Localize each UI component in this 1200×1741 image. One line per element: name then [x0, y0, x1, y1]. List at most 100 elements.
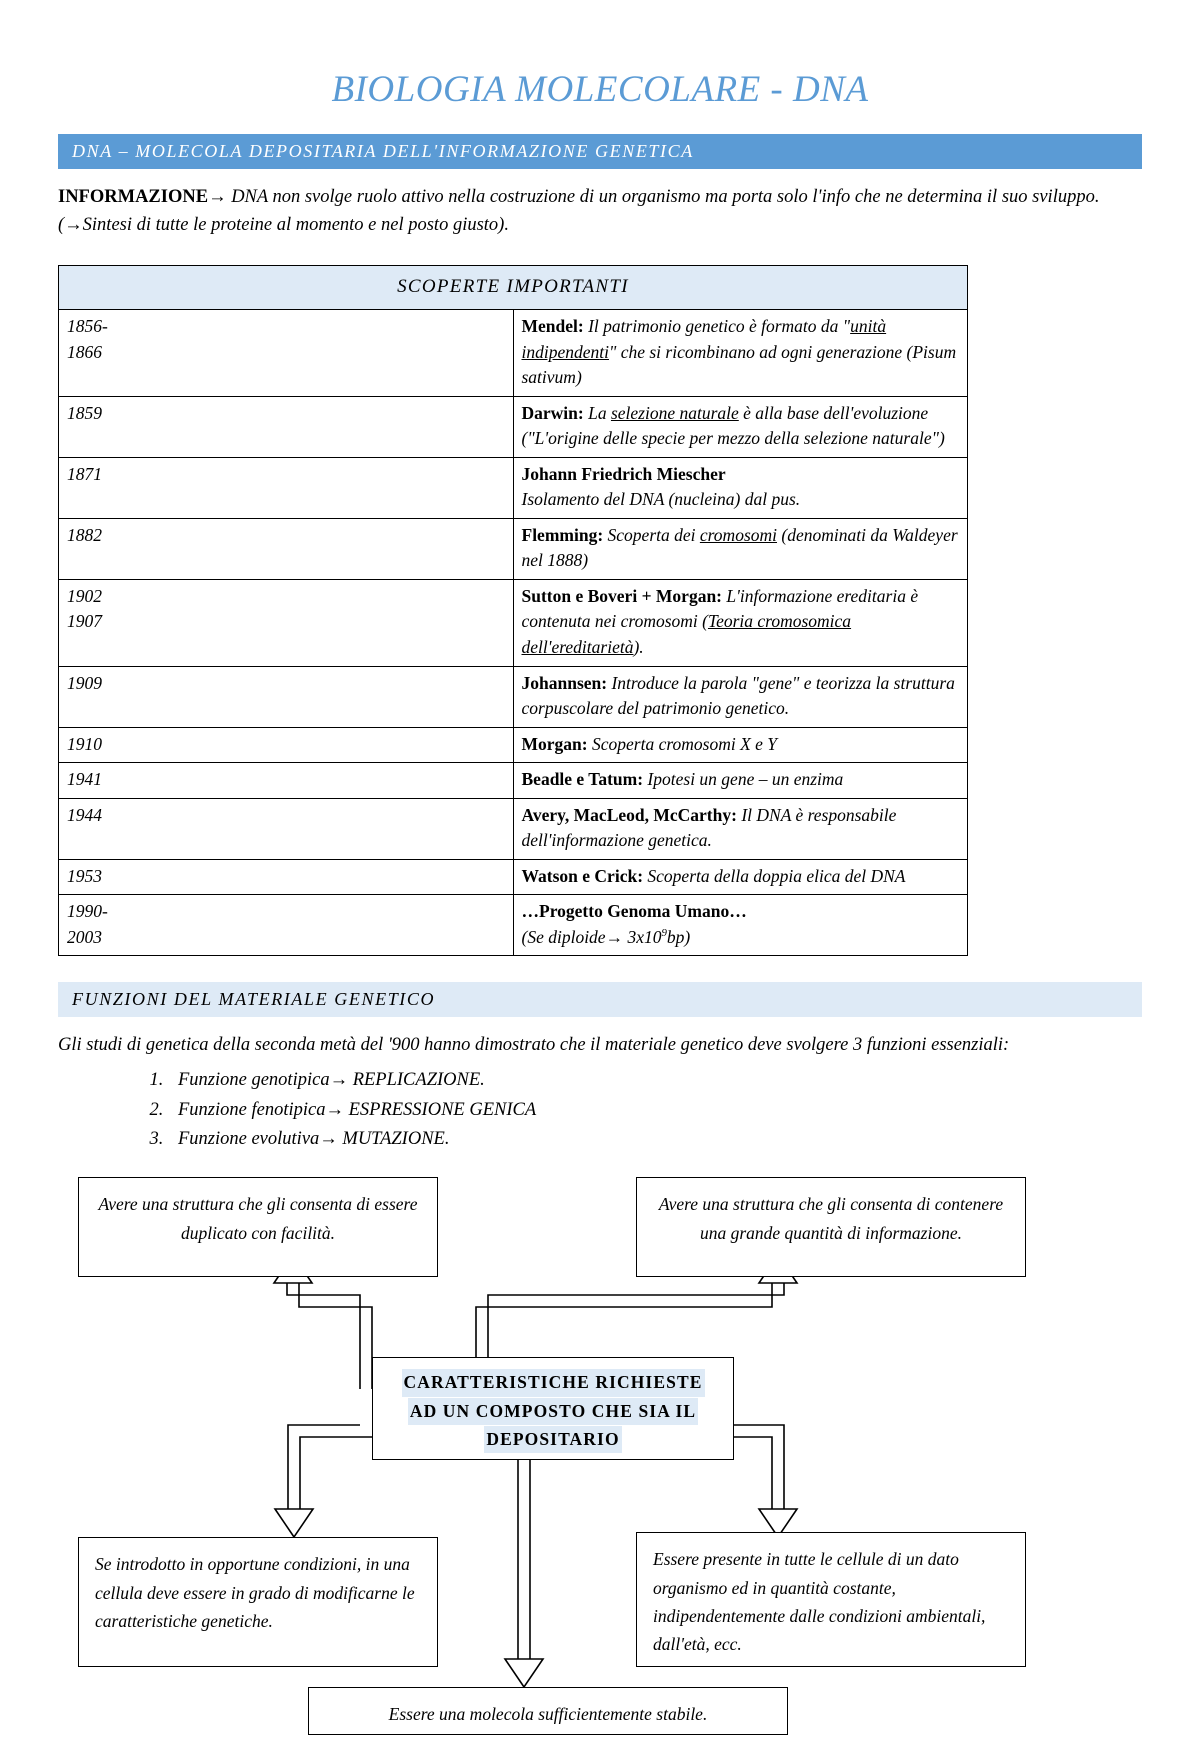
row-desc-a: La	[583, 402, 611, 423]
arrow-glyph: →	[319, 1129, 338, 1150]
item-post: REPLICAZIONE.	[348, 1069, 485, 1090]
row-desc: Morgan: Scoperta cromosomi X e Y	[512, 726, 968, 764]
list-item: Funzione genotipica→ REPLICAZIONE.	[168, 1066, 1142, 1096]
table-row: 1941 Beadle e Tatum: Ipotesi un gene – u…	[58, 762, 968, 799]
year-text: 1859	[67, 402, 102, 423]
list-item: Funzione fenotipica→ ESPRESSIONE GENICA	[168, 1096, 1142, 1126]
year-text: 1990-2003	[67, 901, 108, 947]
page-title: BIOLOGIA MOLECOLARE - DNA	[331, 69, 869, 110]
box-center: CARATTERISTICHE RICHIESTE AD UN COMPOSTO…	[372, 1357, 734, 1463]
row-desc: Flemming: Scoperta dei cromosomi (denomi…	[512, 517, 968, 580]
table-row: 1856-1866 Mendel: Il patrimonio genetico…	[58, 308, 968, 397]
row-name: Flemming:	[521, 524, 604, 545]
box-top-left: Avere una struttura che gli consenta di …	[78, 1177, 438, 1278]
item-post: MUTAZIONE.	[337, 1129, 450, 1150]
row-desc: …Progetto Genoma Umano…(Se diploide→ 3x1…	[512, 894, 968, 957]
row-name: Johann Friedrich Miescher	[521, 463, 726, 484]
intro-label: INFORMAZIONE	[58, 187, 209, 207]
intro-paragraph: INFORMAZIONE→ DNA non svolge ruolo attiv…	[58, 183, 1142, 239]
box-top-right-text: Avere una struttura che gli consenta di …	[658, 1194, 1004, 1243]
row-desc-a: Scoperta cromosomi X e Y	[587, 733, 778, 754]
row-year: 1882	[58, 517, 514, 580]
table-row: 1944 Avery, MacLeod, McCarthy: Il DNA è …	[58, 797, 968, 860]
table-title: SCOPERTE IMPORTANTI	[58, 265, 968, 310]
box-bottom-right-text: Essere presente in tutte le cellule di u…	[653, 1549, 986, 1655]
arrow-glyph: →	[208, 187, 227, 207]
row-second-sup: 9	[661, 927, 667, 940]
table-row: 1953 Watson e Crick: Scoperta della dopp…	[58, 858, 968, 896]
item-pre: Funzione fenotipica	[178, 1099, 326, 1120]
row-desc: Beadle e Tatum: Ipotesi un gene – un enz…	[512, 762, 968, 799]
row-desc-a: Il DNA è responsabile dell'informazione …	[521, 804, 897, 851]
row-name: Darwin:	[521, 402, 584, 423]
row-desc-a: Il patrimonio genetico è formato da "	[583, 315, 851, 336]
row-second-mid: 3x10	[623, 926, 662, 947]
row-desc-b: " che si ricombinano ad ogni generazione…	[521, 341, 957, 388]
box-top-right: Avere una struttura che gli consenta di …	[636, 1177, 1026, 1278]
row-desc-a: L'informazione ereditaria è contenuta ne…	[521, 585, 919, 632]
row-desc-a: Ipotesi un gene – un enzima	[643, 769, 844, 790]
center-line-2: AD UN COMPOSTO CHE SIA IL	[407, 1397, 699, 1425]
year-text: 1910	[67, 733, 102, 754]
row-name: Beadle e Tatum:	[521, 769, 644, 790]
row-desc: Watson e Crick: Scoperta della doppia el…	[512, 858, 968, 896]
row-year: 1944	[58, 797, 514, 860]
row-name: Avery, MacLeod, McCarthy:	[521, 804, 737, 825]
row-year: 1909	[58, 665, 514, 728]
year-text: 1941	[67, 769, 102, 790]
row-year: 1990-2003	[58, 894, 514, 957]
funzioni-list: Funzione genotipica→ REPLICAZIONE. Funzi…	[58, 1066, 1142, 1156]
list-item: Funzione evolutiva→ MUTAZIONE.	[168, 1125, 1142, 1155]
document-page: BIOLOGIA MOLECOLARE - DNA DNA – MOLECOLA…	[0, 0, 1200, 1698]
row-name: Sutton e Boveri + Morgan:	[521, 585, 723, 606]
arrow-glyph: →	[605, 926, 624, 947]
row-desc: Avery, MacLeod, McCarthy: Il DNA è respo…	[512, 797, 968, 860]
row-second-line: Isolamento del DNA (nucleina) dal pus.	[521, 489, 801, 510]
arrow-glyph: →	[325, 1099, 344, 1120]
row-underlined: selezione naturale	[610, 402, 739, 423]
row-name: Johannsen:	[521, 672, 608, 693]
year-text: 1944	[67, 804, 102, 825]
box-bottom-left-text: Se introdotto in opportune condizioni, i…	[95, 1554, 415, 1632]
table-row: 1882 Flemming: Scoperta dei cromosomi (d…	[58, 517, 968, 580]
row-second-suffix: bp)	[666, 926, 691, 947]
intro-text-a: DNA non svolge ruolo attivo nella costru…	[58, 187, 1100, 236]
row-year: 1941	[58, 762, 514, 799]
table-row: 1910 Morgan: Scoperta cromosomi X e Y	[58, 726, 968, 764]
table-row: 1859 Darwin: La selezione naturale è all…	[58, 395, 968, 458]
year-text: 1953	[67, 865, 102, 886]
row-desc-b: (denominati da Waldeyer nel 1888)	[521, 524, 958, 571]
row-desc: Sutton e Boveri + Morgan: L'informazione…	[512, 578, 968, 667]
intro-text-b: Sintesi di tutte le proteine al momento …	[82, 215, 509, 236]
row-desc-b: è alla base dell'evoluzione ("L'origine …	[521, 402, 945, 449]
year-text: 1871	[67, 463, 102, 484]
table-row: 1909 Johannsen: Introduce la parola "gen…	[58, 665, 968, 728]
row-desc-a: Scoperta della doppia elica del DNA	[643, 865, 906, 886]
arrow-head-down-left	[273, 1508, 315, 1539]
item-post: ESPRESSIONE GENICA	[343, 1099, 537, 1120]
row-name: Watson e Crick:	[521, 865, 644, 886]
row-desc-b: ).	[633, 636, 644, 657]
section-heading-dna: DNA – MOLECOLA DEPOSITARIA DELL'INFORMAZ…	[58, 134, 1142, 169]
arrow-glyph: →	[64, 215, 83, 236]
table-header-row: SCOPERTE IMPORTANTI	[58, 265, 968, 310]
table-body: 1856-1866 Mendel: Il patrimonio genetico…	[58, 308, 968, 957]
box-top-left-text: Avere una struttura che gli consenta di …	[98, 1194, 418, 1243]
box-center-inner: CARATTERISTICHE RICHIESTE AD UN COMPOSTO…	[373, 1358, 733, 1463]
arrow-head-down-center	[503, 1658, 545, 1689]
row-year: 1910	[58, 726, 514, 764]
row-desc: Johannsen: Introduce la parola "gene" e …	[512, 665, 968, 728]
discoveries-table: SCOPERTE IMPORTANTI 1856-1866 Mendel: Il…	[58, 265, 968, 957]
item-pre: Funzione evolutiva	[178, 1129, 320, 1150]
row-desc-a: Scoperta dei	[603, 524, 700, 545]
row-second-prefix: (Se diploide	[521, 926, 606, 947]
row-desc-a: Introduce la parola "gene" e teorizza la…	[521, 672, 955, 719]
item-pre: Funzione genotipica	[178, 1069, 330, 1090]
row-year: 1953	[58, 858, 514, 896]
year-text: 1856-1866	[67, 315, 108, 362]
box-bottom-left: Se introdotto in opportune condizioni, i…	[78, 1537, 438, 1668]
arrow-head-down-right	[757, 1508, 799, 1539]
box-bottom-right: Essere presente in tutte le cellule di u…	[636, 1532, 1026, 1668]
